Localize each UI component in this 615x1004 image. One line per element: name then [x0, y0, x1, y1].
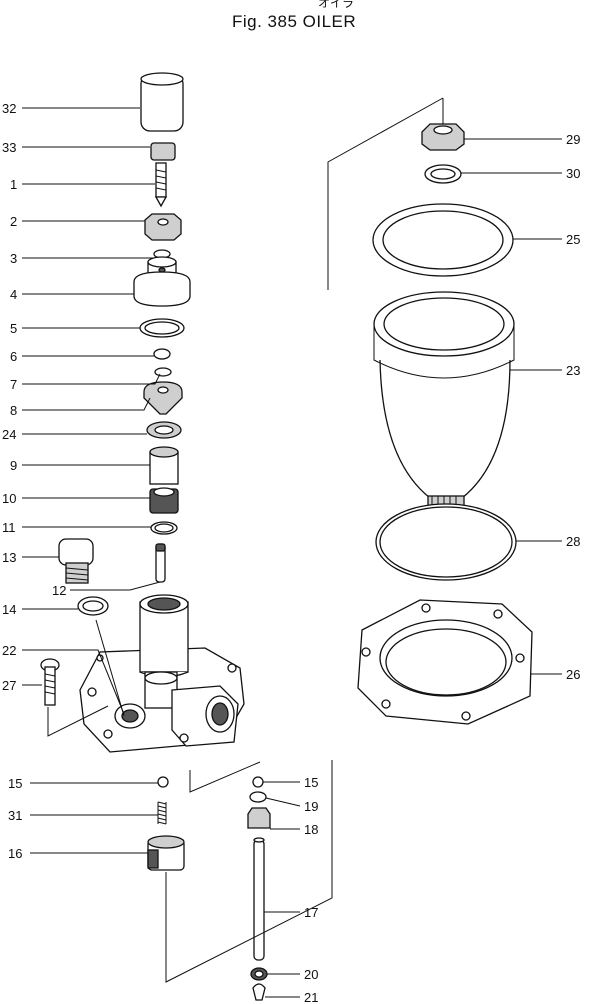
part-6-washer: [153, 348, 171, 360]
callout-15-left: 15: [8, 776, 22, 791]
part-5-o-ring: [139, 318, 185, 338]
callout-18: 18: [304, 822, 318, 837]
part-10-nut: [149, 487, 179, 514]
callout-33: 33: [2, 140, 16, 155]
part-19-ring: [249, 791, 267, 803]
part-29-nut: [421, 123, 465, 151]
callout-12: 12: [52, 583, 66, 598]
callout-23: 23: [566, 363, 580, 378]
part-7-ring: [154, 367, 172, 377]
part-23-bowl: [373, 291, 515, 521]
callout-labels: 32 33 1 2 3 4 5 6 7 8 24 9 10 11 13 12 1…: [2, 101, 580, 1004]
assembly-line-lower: [165, 760, 333, 983]
callout-27: 27: [2, 678, 16, 693]
callout-6: 6: [10, 349, 17, 364]
callout-19: 19: [304, 799, 318, 814]
part-1-stud: [154, 162, 168, 208]
callout-29: 29: [566, 132, 580, 147]
part-20-nut: [250, 967, 268, 981]
callout-14: 14: [2, 602, 16, 617]
part-15-ball-right: [252, 776, 264, 788]
callout-1: 1: [10, 177, 17, 192]
part-15-ball-left: [157, 776, 169, 788]
callout-32: 32: [2, 101, 16, 116]
callout-2: 2: [10, 214, 17, 229]
callout-24: 24: [2, 427, 16, 442]
part-12-pin: [155, 543, 166, 583]
oiler-body: [79, 594, 245, 753]
part-26-base: [357, 599, 533, 725]
part-28-o-ring: [375, 503, 517, 581]
callout-30: 30: [566, 166, 580, 181]
assembly-line-bolt: [47, 705, 109, 737]
callout-28: 28: [566, 534, 580, 549]
part-27-bolt: [40, 658, 60, 706]
callout-10: 10: [2, 491, 16, 506]
callout-5: 5: [10, 321, 17, 336]
part-33-nut: [150, 142, 176, 161]
assembly-line-top: [327, 97, 444, 290]
leader-lines: [22, 107, 562, 998]
callout-21: 21: [304, 990, 318, 1004]
callout-26: 26: [566, 667, 580, 682]
callout-13: 13: [2, 550, 16, 565]
callout-17: 17: [304, 905, 318, 920]
part-4-cover: [133, 256, 191, 307]
part-30-washer: [424, 164, 462, 184]
part-11-ring: [150, 521, 178, 535]
assembly-line-gasket: [95, 619, 125, 717]
callout-4: 4: [10, 287, 17, 302]
part-14-gasket: [77, 596, 109, 616]
part-9-sleeve: [149, 446, 179, 485]
assembly-line-pin: [70, 581, 161, 591]
assembly-line-right: [189, 761, 261, 793]
part-13-plug: [58, 538, 94, 584]
figure-title: Fig. 385 OILER: [232, 12, 357, 31]
callout-16: 16: [8, 846, 22, 861]
callout-7: 7: [10, 377, 17, 392]
callout-11: 11: [2, 520, 16, 535]
callout-15-right: 15: [304, 775, 318, 790]
part-25-gasket: [372, 203, 514, 277]
callout-9: 9: [10, 458, 17, 473]
callout-8: 8: [10, 403, 17, 418]
part-24-packing: [146, 421, 182, 439]
callout-3: 3: [10, 251, 17, 266]
callout-20: 20: [304, 967, 318, 982]
part-32-cap: [140, 72, 184, 132]
part-16-plug: [147, 835, 185, 871]
part-18-nut: [247, 807, 271, 829]
part-31-spring: [157, 801, 167, 825]
callout-22: 22: [2, 643, 16, 658]
figure-kana: オイラ: [318, 0, 355, 10]
callout-31: 31: [8, 808, 22, 823]
callout-25: 25: [566, 232, 580, 247]
part-17-tube: [253, 837, 265, 961]
part-8-needle-seat: [143, 381, 183, 415]
part-21-tip: [252, 983, 266, 1001]
part-2-nut: [144, 213, 182, 241]
